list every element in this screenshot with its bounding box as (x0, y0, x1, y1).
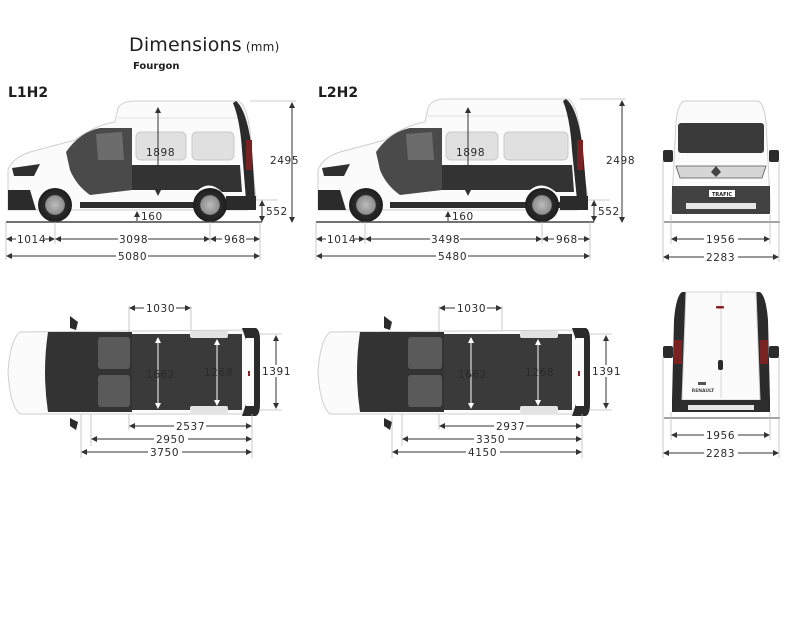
variant-label-l2h2: L2H2 (318, 85, 359, 101)
front-view-dimensions: 1956 2283 (662, 160, 780, 264)
front-track-width: 1956 (706, 234, 735, 246)
l1h2-wheelbase: 3098 (119, 234, 148, 246)
l1h2-wheel-arch-width: 1268 (204, 367, 233, 379)
l1h2-top-dimensions: 1030 1662 1268 1391 2537 2950 3750 (80, 302, 291, 459)
l1h2-load-length-max: 3750 (150, 447, 179, 459)
l2h2-total-length: 5480 (438, 251, 467, 263)
front-view: TRAFIC TRAFIC (663, 100, 780, 223)
rear-badge: RENAULT (692, 388, 715, 394)
l2h2-interior-width: 1662 (458, 369, 487, 381)
l1h2-total-height: 2495 (270, 155, 299, 167)
l1h2-total-length: 5080 (118, 251, 147, 263)
l2h2-ground-clearance: 160 (452, 211, 474, 223)
l2h2-load-length-floor: 3350 (476, 434, 505, 446)
l2h2-top-view (317, 316, 590, 430)
l2h2-rear-overhang: 968 (556, 234, 578, 246)
page-subtitle: Fourgon (133, 61, 180, 72)
rear-track-width: 1956 (706, 430, 735, 442)
l1h2-side-dimensions: 2495 1898 552 160 1014 3098 968 5080 (5, 100, 299, 263)
l2h2-sill-height: 552 (598, 206, 620, 218)
l1h2-side-view (6, 100, 262, 223)
l1h2-floor-length: 2537 (176, 421, 205, 433)
l2h2-side-door-width: 1030 (457, 303, 486, 315)
rear-view: RENAULT (663, 291, 780, 419)
l1h2-interior-height: 1898 (146, 147, 175, 159)
l1h2-side-door-width: 1030 (146, 303, 175, 315)
l2h2-wheelbase: 3498 (431, 234, 460, 246)
l2h2-interior-height: 1898 (456, 147, 485, 159)
variant-label-l1h2: L1H2 (8, 85, 49, 101)
rear-view-dimensions: 1956 2283 (662, 356, 780, 460)
l1h2-rear-overhang: 968 (224, 234, 246, 246)
l1h2-rear-door-width: 1391 (262, 366, 291, 378)
front-badge-label: TRAFIC (712, 192, 732, 198)
l2h2-side-view (316, 98, 594, 223)
l1h2-front-overhang: 1014 (17, 234, 46, 246)
front-total-width: 2283 (706, 252, 735, 264)
l1h2-load-length-floor: 2950 (156, 434, 185, 446)
l2h2-side-dimensions: 2498 1898 552 160 1014 3498 968 5480 (315, 98, 635, 263)
rear-total-width: 2283 (706, 448, 735, 460)
l2h2-total-height: 2498 (606, 155, 635, 167)
title-unit: (mm) (245, 40, 280, 54)
l2h2-top-dimensions: 1030 1662 1268 1391 2937 3350 4150 (391, 302, 621, 459)
l2h2-floor-length: 2937 (496, 421, 525, 433)
l1h2-sill-height: 552 (266, 206, 288, 218)
title-text: Dimensions (129, 34, 242, 56)
page-title: Dimensions(mm) (129, 34, 279, 56)
l2h2-front-overhang: 1014 (327, 234, 356, 246)
l1h2-interior-width: 1662 (146, 369, 175, 381)
l1h2-ground-clearance: 160 (141, 211, 163, 223)
l1h2-top-view (7, 316, 260, 430)
l2h2-load-length-max: 4150 (468, 447, 497, 459)
l2h2-rear-door-width: 1391 (592, 366, 621, 378)
l2h2-wheel-arch-width: 1268 (525, 367, 554, 379)
